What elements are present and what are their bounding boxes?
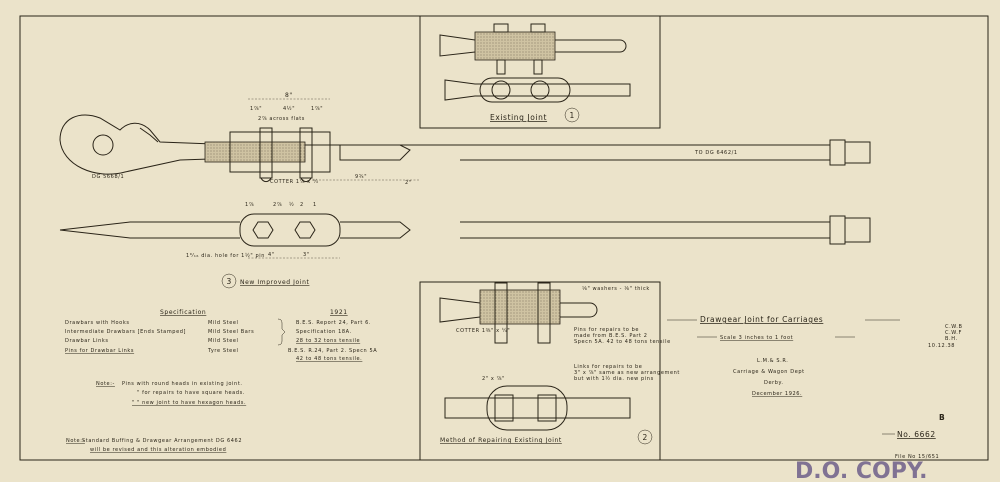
dim-centre: 4½" <box>283 105 295 112</box>
new-joint-elevation: DG 5668/1 TO DG 6462/1 8" 1⅞" 4½" 1⅞" 2⅞… <box>59 92 871 186</box>
initials: C.W.F <box>945 330 962 336</box>
note-line: Pins with round heads in existing joint. <box>122 381 243 387</box>
company: L.M.& S.R. <box>757 358 788 364</box>
footer-note-line: Standard Buffing & Drawgear Arrangement … <box>82 438 242 444</box>
spec-item: Drawbars with Hooks <box>65 320 130 326</box>
drawing-date: December 1926. <box>752 391 802 397</box>
dim-lower-1: 1⅞ <box>245 202 254 208</box>
drawing-border <box>19 15 989 461</box>
drawing-title: Drawgear Joint for Carriages <box>700 315 823 324</box>
existing-joint-label: Existing Joint <box>490 113 547 122</box>
spec-item: Intermediate Drawbars [Ends Stamped] <box>65 329 186 335</box>
spec-heading: Specification <box>160 309 206 316</box>
repair-pins-note-3: Specn 5A. 42 to 48 tons tensile <box>574 339 671 345</box>
spec-material: Mild Steel Bars <box>208 329 254 335</box>
initials: B.H. <box>945 336 958 342</box>
existing-joint-number: 1 <box>570 111 575 120</box>
dim-lower-3: ½ <box>289 201 294 208</box>
footer-note-line: will be revised and this alteration embo… <box>90 447 226 453</box>
title-block: Drawgear Joint for Carriages Scale 3 inc… <box>667 315 962 482</box>
repair-cotter: COTTER 1⅜" x ¼" <box>456 328 510 334</box>
dim-across-flats: 2⅞ across flats <box>258 116 305 122</box>
dim-bottom-2: 3" <box>303 252 310 258</box>
dim-lower-5: 1 <box>313 202 317 208</box>
spec-material: Mild Steel <box>208 338 239 344</box>
hole-note: 1⁹⁄₁₆ dia. hole for 1½" pin <box>186 252 265 259</box>
file-number: File No 15/651 <box>895 454 939 460</box>
note-line: " " new joint to have hexagon heads. <box>132 400 246 406</box>
spec-material: Mild Steel <box>208 320 239 326</box>
department: Carriage & Wagon Dept <box>733 369 805 375</box>
footer-note-label: Note:- <box>66 438 85 444</box>
spec-group: 28 to 32 tons tensile <box>296 338 360 344</box>
repair-pins-note-2: made from B.E.S. Part 2 <box>574 333 648 339</box>
note-line: " for repairs to have square heads. <box>137 390 245 396</box>
spec-pin: B.E.S. R.24, Part 2. Specn 5A <box>288 348 377 354</box>
drawing-number: No. 6662 <box>897 430 936 439</box>
spec-group: Specification 18A. <box>296 329 352 335</box>
note-label: Note:- <box>96 381 115 387</box>
bar-drawing-ref: TO DG 6462/1 <box>694 150 738 156</box>
spec-material: Tyre Steel <box>207 348 239 354</box>
repair-number: 2 <box>643 433 648 442</box>
repair-links-note-2: 3" x ⅞" same as new arrangement <box>574 370 680 376</box>
washers-note: ⅛" washers - ⅛" thick <box>582 286 650 292</box>
location: Derby. <box>764 380 784 386</box>
footer-note: Note:- Standard Buffing & Drawgear Arran… <box>66 438 242 453</box>
spec-item: Pins for Drawbar Links <box>65 348 134 354</box>
new-joint-plan: 1⅞ 2⅞ ½ 2 1 4" 3" 1⁹⁄₁₆ dia. hole for 1½… <box>59 201 871 289</box>
repair-view: ⅛" washers - ⅛" thick COTTER 1⅜" x ¼" Pi… <box>419 281 680 460</box>
repair-label: Method of Repairing Existing Joint <box>440 437 562 444</box>
repair-links-note: Links for repairs to be <box>574 364 642 370</box>
repair-pins-note: Pins for repairs to be <box>574 327 639 333</box>
dim-bottom-1: 4" <box>268 252 275 258</box>
drawing-scale: Scale 3 inches to 1 foot <box>720 335 793 341</box>
dim-left: 1⅞" <box>250 106 262 112</box>
spec-item: Drawbar Links <box>65 338 109 344</box>
initials: 10.12.38 <box>928 343 955 349</box>
repair-link-size: 2" x ⅞" <box>482 376 505 382</box>
existing-joint-view: Existing Joint 1 <box>419 16 661 129</box>
hook-drawing-ref: DG 5668/1 <box>92 174 124 180</box>
spec-year: 1921 <box>330 309 348 316</box>
new-joint-number: 3 <box>227 277 232 286</box>
spec-group: B.E.S. Report 24, Part 6. <box>296 320 371 326</box>
dim-right: 1⅞" <box>311 106 323 112</box>
repair-links-note-3: but with 1½ dia. new pins <box>574 375 654 382</box>
revision: B <box>939 413 945 422</box>
initials: C.W.B <box>945 324 962 330</box>
dim-length: 9¾" <box>355 174 367 180</box>
dim-lower-4: 2 <box>300 202 304 208</box>
specification-table: Specification 1921 Drawbars with Hooks M… <box>65 309 377 362</box>
dim-cotter: COTTER 1⅞ x ¼ <box>270 179 318 185</box>
spec-pin: 42 to 48 tons tensile. <box>296 356 362 362</box>
pin-notes: Note:- Pins with round heads in existing… <box>96 381 246 406</box>
dim-lower-2: 2⅞ <box>273 202 282 208</box>
dim-overall: 8" <box>285 92 293 99</box>
do-copy-stamp: D.O. COPY. <box>795 459 927 482</box>
new-joint-label: New Improved Joint <box>240 279 309 286</box>
dim-bar-gap: 2" <box>405 180 412 186</box>
